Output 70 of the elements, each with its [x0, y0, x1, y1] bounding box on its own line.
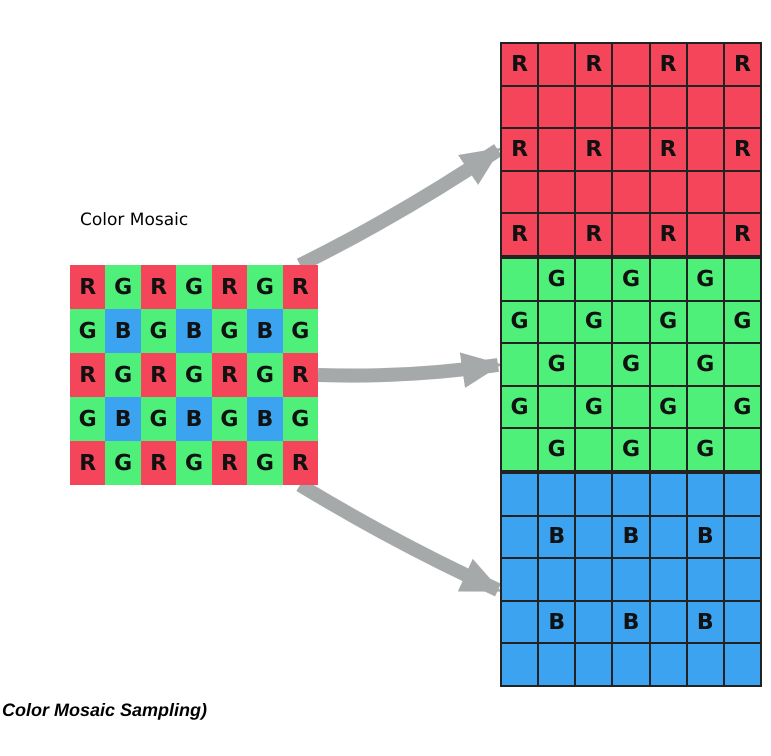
filter-cell: G: [576, 302, 614, 344]
filter-cell: R: [140, 353, 176, 397]
filter-cell: G: [613, 259, 651, 302]
filter-cell: R: [282, 353, 318, 397]
filter-cell: G: [650, 302, 688, 344]
filter-cell: G: [105, 441, 141, 485]
filter-cell: B: [176, 309, 212, 353]
filter-cell: R: [502, 129, 540, 172]
mosaic-heading: Color Mosaic: [80, 210, 188, 230]
filter-cell: G: [212, 309, 248, 353]
filter-cell: G: [724, 386, 762, 430]
filter-cell: G: [70, 397, 106, 441]
filter-cell: G: [176, 265, 212, 309]
filter-cell: B: [688, 602, 725, 644]
filter-cell: B: [247, 397, 283, 441]
filter-cell: G: [105, 353, 141, 397]
filter-cell: G: [282, 309, 318, 353]
filter-cell: G: [105, 265, 141, 309]
filter-cell: B: [247, 309, 283, 353]
filter-cell: B: [539, 516, 576, 560]
filter-cell: R: [212, 265, 248, 309]
filter-cell: G: [140, 397, 176, 441]
filter-cell: R: [650, 44, 688, 87]
filter-cell: R: [576, 44, 614, 87]
filter-cell: R: [140, 441, 176, 485]
filter-cell: G: [724, 302, 762, 344]
filter-cell: B: [105, 397, 141, 441]
filter-cell: R: [140, 265, 176, 309]
color-channel-plane: [500, 257, 762, 472]
filter-cell: R: [212, 441, 248, 485]
filter-cell: G: [176, 441, 212, 485]
filter-cell: G: [502, 386, 540, 430]
filter-cell: G: [247, 265, 283, 309]
filter-cell: G: [212, 397, 248, 441]
filter-cell: G: [688, 344, 725, 387]
color-filter-mosaic: [70, 265, 318, 485]
filter-cell: B: [613, 602, 651, 644]
caption: Color Mosaic Sampling): [2, 700, 208, 721]
filter-cell: R: [212, 353, 248, 397]
filter-cell: G: [613, 344, 651, 387]
filter-cell: R: [650, 129, 688, 172]
filter-cell: G: [282, 397, 318, 441]
filter-cell: R: [282, 441, 318, 485]
filter-cell: B: [539, 602, 576, 644]
filter-cell: B: [613, 516, 651, 560]
filter-cell: G: [176, 353, 212, 397]
filter-cell: R: [70, 441, 106, 485]
filter-cell: G: [70, 309, 106, 353]
color-channel-plane: [500, 42, 762, 257]
filter-cell: G: [502, 302, 540, 344]
filter-cell: R: [70, 353, 106, 397]
color-channel-plane: [500, 472, 762, 687]
filter-cell: R: [282, 265, 318, 309]
filter-cell: G: [576, 386, 614, 430]
filter-cell: B: [105, 309, 141, 353]
filter-cell: G: [688, 259, 725, 302]
filter-cell: R: [70, 265, 106, 309]
arrow: [318, 352, 502, 388]
filter-cell: R: [502, 44, 540, 87]
filter-cell: G: [247, 441, 283, 485]
filter-cell: R: [576, 129, 614, 172]
filter-cell: R: [724, 44, 762, 87]
filter-cell: G: [247, 353, 283, 397]
filter-cell: G: [539, 259, 576, 302]
filter-cell: B: [688, 516, 725, 560]
filter-cell: G: [650, 386, 688, 430]
filter-cell: G: [539, 344, 576, 387]
filter-cell: R: [724, 129, 762, 172]
filter-cell: G: [140, 309, 176, 353]
filter-cell: B: [176, 397, 212, 441]
